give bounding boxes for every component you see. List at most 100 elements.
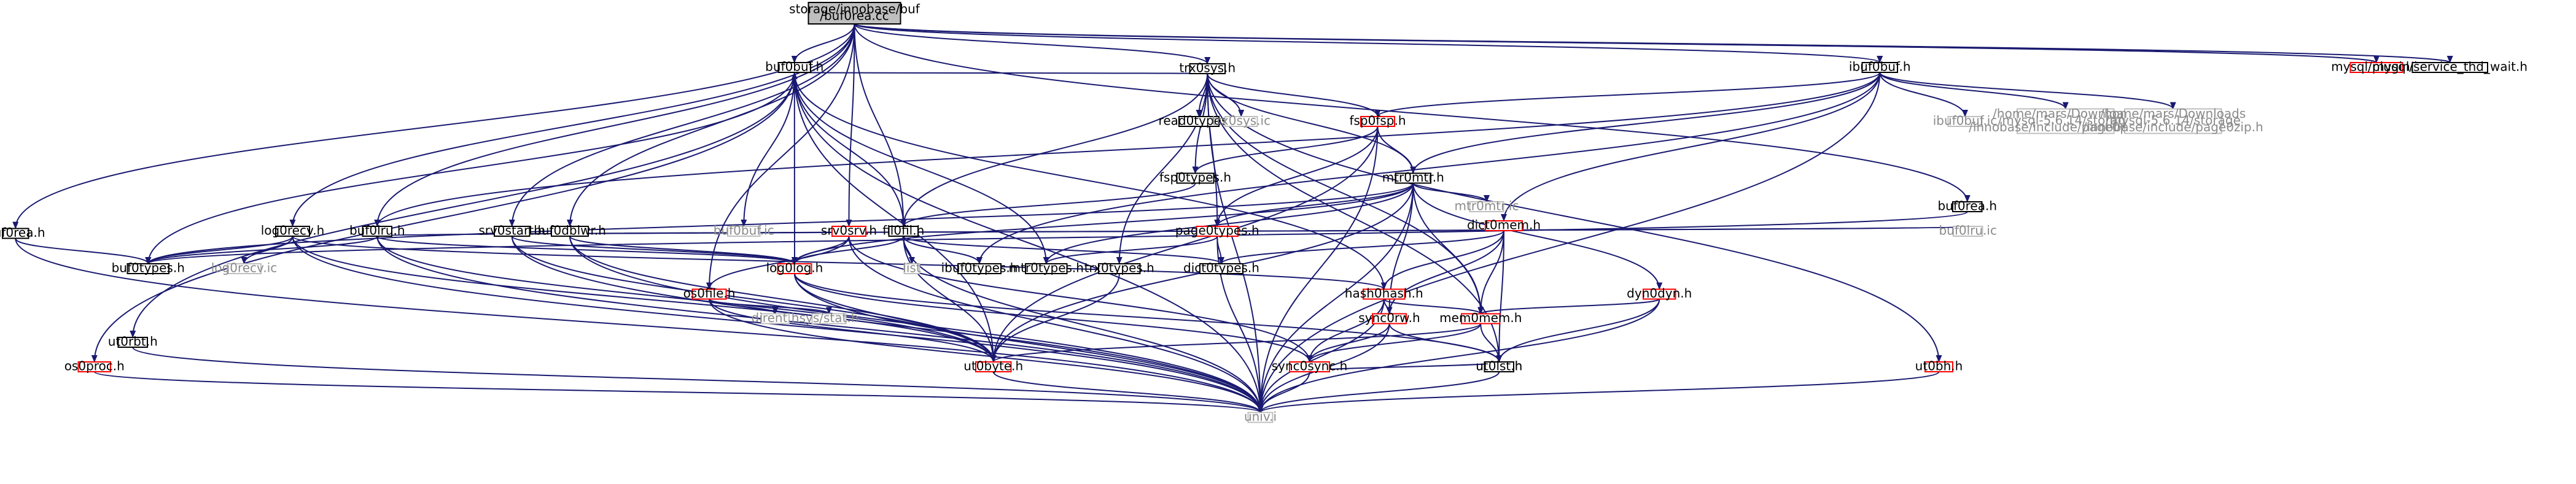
node-box	[2, 228, 29, 239]
node-log0recv-h[interactable]: log0recv.h	[261, 223, 325, 238]
node-box	[1469, 201, 1504, 212]
node-fil0fil-h[interactable]: fil0fil.h	[882, 223, 924, 238]
node-os0proc-h[interactable]: os0proc.h	[64, 359, 125, 374]
node-label: mtr0mtr.ic	[1455, 199, 1519, 213]
edge-ibuf0buf-h-to-page0page-path	[1879, 72, 2069, 110]
node-box	[777, 263, 812, 274]
node-label: buf0lru.h	[349, 223, 405, 238]
edge-mem0mem-h-to-ut0byte-h	[990, 323, 1482, 363]
edge-ut0lst-h-to-univ-i	[1257, 371, 1500, 413]
node-mysql-service[interactable]: mysql/service_thd_wait.h	[2372, 60, 2527, 74]
node-ut0lst2-h[interactable]: ut0lst.h	[1476, 359, 1522, 374]
edge-mtr0mtr-h-to-buf0types-h	[145, 183, 1414, 264]
node-os0file-h[interactable]: os0file.h	[683, 286, 736, 301]
node-label: ibuf0types.h	[941, 261, 1018, 275]
node-dyn0dyn-h[interactable]: dyn0dyn.h	[1627, 286, 1692, 301]
node-label: mysql/service_thd_wait.h	[2372, 60, 2527, 74]
edge-buf0lru-h-to-univ-i	[376, 236, 1264, 413]
edge-ibuf0buf-h-to-mtr0mtr-h	[1410, 72, 1881, 174]
node-buf0dblwr-h[interactable]: buf0dblwr.h	[534, 223, 606, 238]
node-box	[888, 226, 919, 237]
node-sync0rw-h[interactable]: sync0rw.h	[1358, 310, 1420, 325]
edge-buf0lru-h-to-ut0byte-h	[376, 236, 997, 363]
node-label: /mysql-5.6.14/storage	[1998, 113, 2133, 128]
node-box	[1224, 116, 1258, 127]
edge-srv0start-h-to-univ-i	[511, 236, 1264, 413]
edge-ut0rbt-h-to-univ-i	[132, 347, 1264, 413]
node-label: storage/innobase/buf	[789, 2, 920, 17]
node-layer: storage/innobase/buf/buf0rea.cc buf0rea.h…	[0, 2, 2527, 424]
node-ut0bh-h[interactable]: ut0bh.h	[1915, 359, 1963, 374]
node-label: srv0srv.h	[821, 223, 877, 238]
node-label: page0types.h	[1175, 223, 1259, 238]
edge-trx0sys-h-to-buf0buf-h	[793, 72, 1208, 80]
edge-root-to-log0recv-h	[289, 23, 855, 227]
edge-dict0mem-h-to-dict0types-h	[1218, 230, 1504, 264]
edge-buf0buf-h-to-univ-i	[793, 72, 1264, 413]
node-label: /mysql-5.6.14/storage	[2106, 113, 2241, 128]
node-label: buf0dblwr.h	[534, 223, 606, 238]
node-label: univ.i	[1244, 409, 1277, 424]
node-box	[77, 361, 111, 372]
node-box	[957, 263, 1002, 274]
edge-mtr0mtr-h-to-mtr0mtr-ic	[1412, 183, 1490, 202]
node-label: log0recv.ic	[211, 261, 278, 275]
node-sync0sync-h[interactable]: sync0sync.h	[1272, 359, 1348, 374]
node-log0log-h[interactable]: log0log.h	[766, 261, 823, 275]
node-label: hash0hash.h	[1345, 286, 1423, 301]
node-srv0srv-h[interactable]: srv0srv.h	[821, 223, 877, 238]
node-box	[1485, 220, 1523, 231]
node-trx0sys-h[interactable]: trx0sys.h	[1179, 61, 1235, 75]
node-mtr0types-h[interactable]: mtr0types.h	[1009, 261, 1084, 275]
node-buf0buf-h[interactable]: buf0buf.h	[765, 60, 823, 74]
node-log0recv-ic: log0recv.ic	[211, 261, 278, 275]
node-box	[2124, 108, 2222, 134]
node-page0types-h[interactable]: page0types.h	[1175, 223, 1259, 238]
edge-buf0lru-h-to-log0log-h	[376, 236, 798, 264]
edge-srv0srv-h-to-os0file-h	[706, 236, 850, 290]
edge-root-to-buf0buf-h	[791, 23, 855, 63]
edge-buf0buf-h-to-buf0buf-ic	[741, 72, 795, 227]
node-dict0types-h[interactable]: dict0types.h	[1183, 261, 1259, 275]
node-label: ut0bh.h	[1915, 359, 1963, 374]
node-label: /buf0rea.cc	[820, 9, 889, 23]
node-box	[1176, 172, 1215, 184]
edge-dyn0dyn-h-to-univ-i	[1257, 299, 1660, 413]
node-box	[691, 288, 727, 300]
node-mem0mem-h[interactable]: mem0mem.h	[1439, 310, 1522, 325]
edge-mem0mem-h-to-ut0lst-h	[1480, 323, 1503, 363]
node-box	[1643, 288, 1676, 300]
node-label: mem0mem.h	[1439, 310, 1522, 325]
node-buf0rea-h2[interactable]: buf0rea.h	[1937, 199, 1997, 213]
node-mtr0mtr-h[interactable]: mtr0mtr.h	[1382, 170, 1444, 185]
node-buf0rea-h[interactable]: buf0rea.h	[0, 225, 45, 240]
node-box	[1289, 361, 1330, 372]
node-trx0types-h[interactable]: trx0types.h	[1084, 261, 1154, 275]
node-list: list	[903, 261, 921, 275]
edge-fsp0fsp-h-to-page0types-h	[1214, 126, 1379, 227]
node-box	[1196, 226, 1239, 237]
edge-ibuf0buf-h-to-dict0mem-h	[1501, 72, 1881, 221]
node-fsp0fsp-h[interactable]: fsp0fsp.h	[1349, 113, 1406, 128]
node-ut0byte-h[interactable]: ut0byte.h	[963, 359, 1023, 374]
node-srv0start-h[interactable]: srv0start.h	[478, 223, 545, 238]
node-box	[1360, 116, 1395, 127]
node-buf0types-h[interactable]: buf0types.h	[112, 261, 185, 275]
edge-ibuf0buf-h-to-page0zip-path	[1879, 72, 2176, 110]
node-dict0mem-h[interactable]: dict0mem.h	[1467, 218, 1541, 232]
node-fsp0types-h[interactable]: fsp0types.h	[1159, 170, 1231, 185]
node-label: sync0sync.h	[1272, 359, 1348, 374]
edge-fsp0fsp-h-to-ut0byte-h	[990, 126, 1379, 363]
node-mtr0mtr-ic: mtr0mtr.ic	[1455, 199, 1519, 213]
node-mysql-plugin-h[interactable]: mysql/plugin.h	[2331, 60, 2422, 74]
node-ibuf0types-h[interactable]: ibuf0types.h	[941, 261, 1018, 275]
node-trx0sys-ic: trx0sys.ic	[1212, 113, 1270, 128]
node-buf0lru-h[interactable]: buf0lru.h	[349, 223, 405, 238]
node-label: os0proc.h	[64, 359, 125, 374]
node-ibuf0buf-h[interactable]: ibuf0buf.h	[1849, 60, 1911, 74]
node-ut0rbt-h[interactable]: ut0rbt.h	[108, 334, 158, 349]
edge-trx0sys-h-to-univ-i	[1207, 73, 1264, 413]
node-box	[227, 263, 262, 274]
node-label: dyn0dyn.h	[1627, 286, 1692, 301]
node-hash0hash-h[interactable]: hash0hash.h	[1345, 286, 1423, 301]
